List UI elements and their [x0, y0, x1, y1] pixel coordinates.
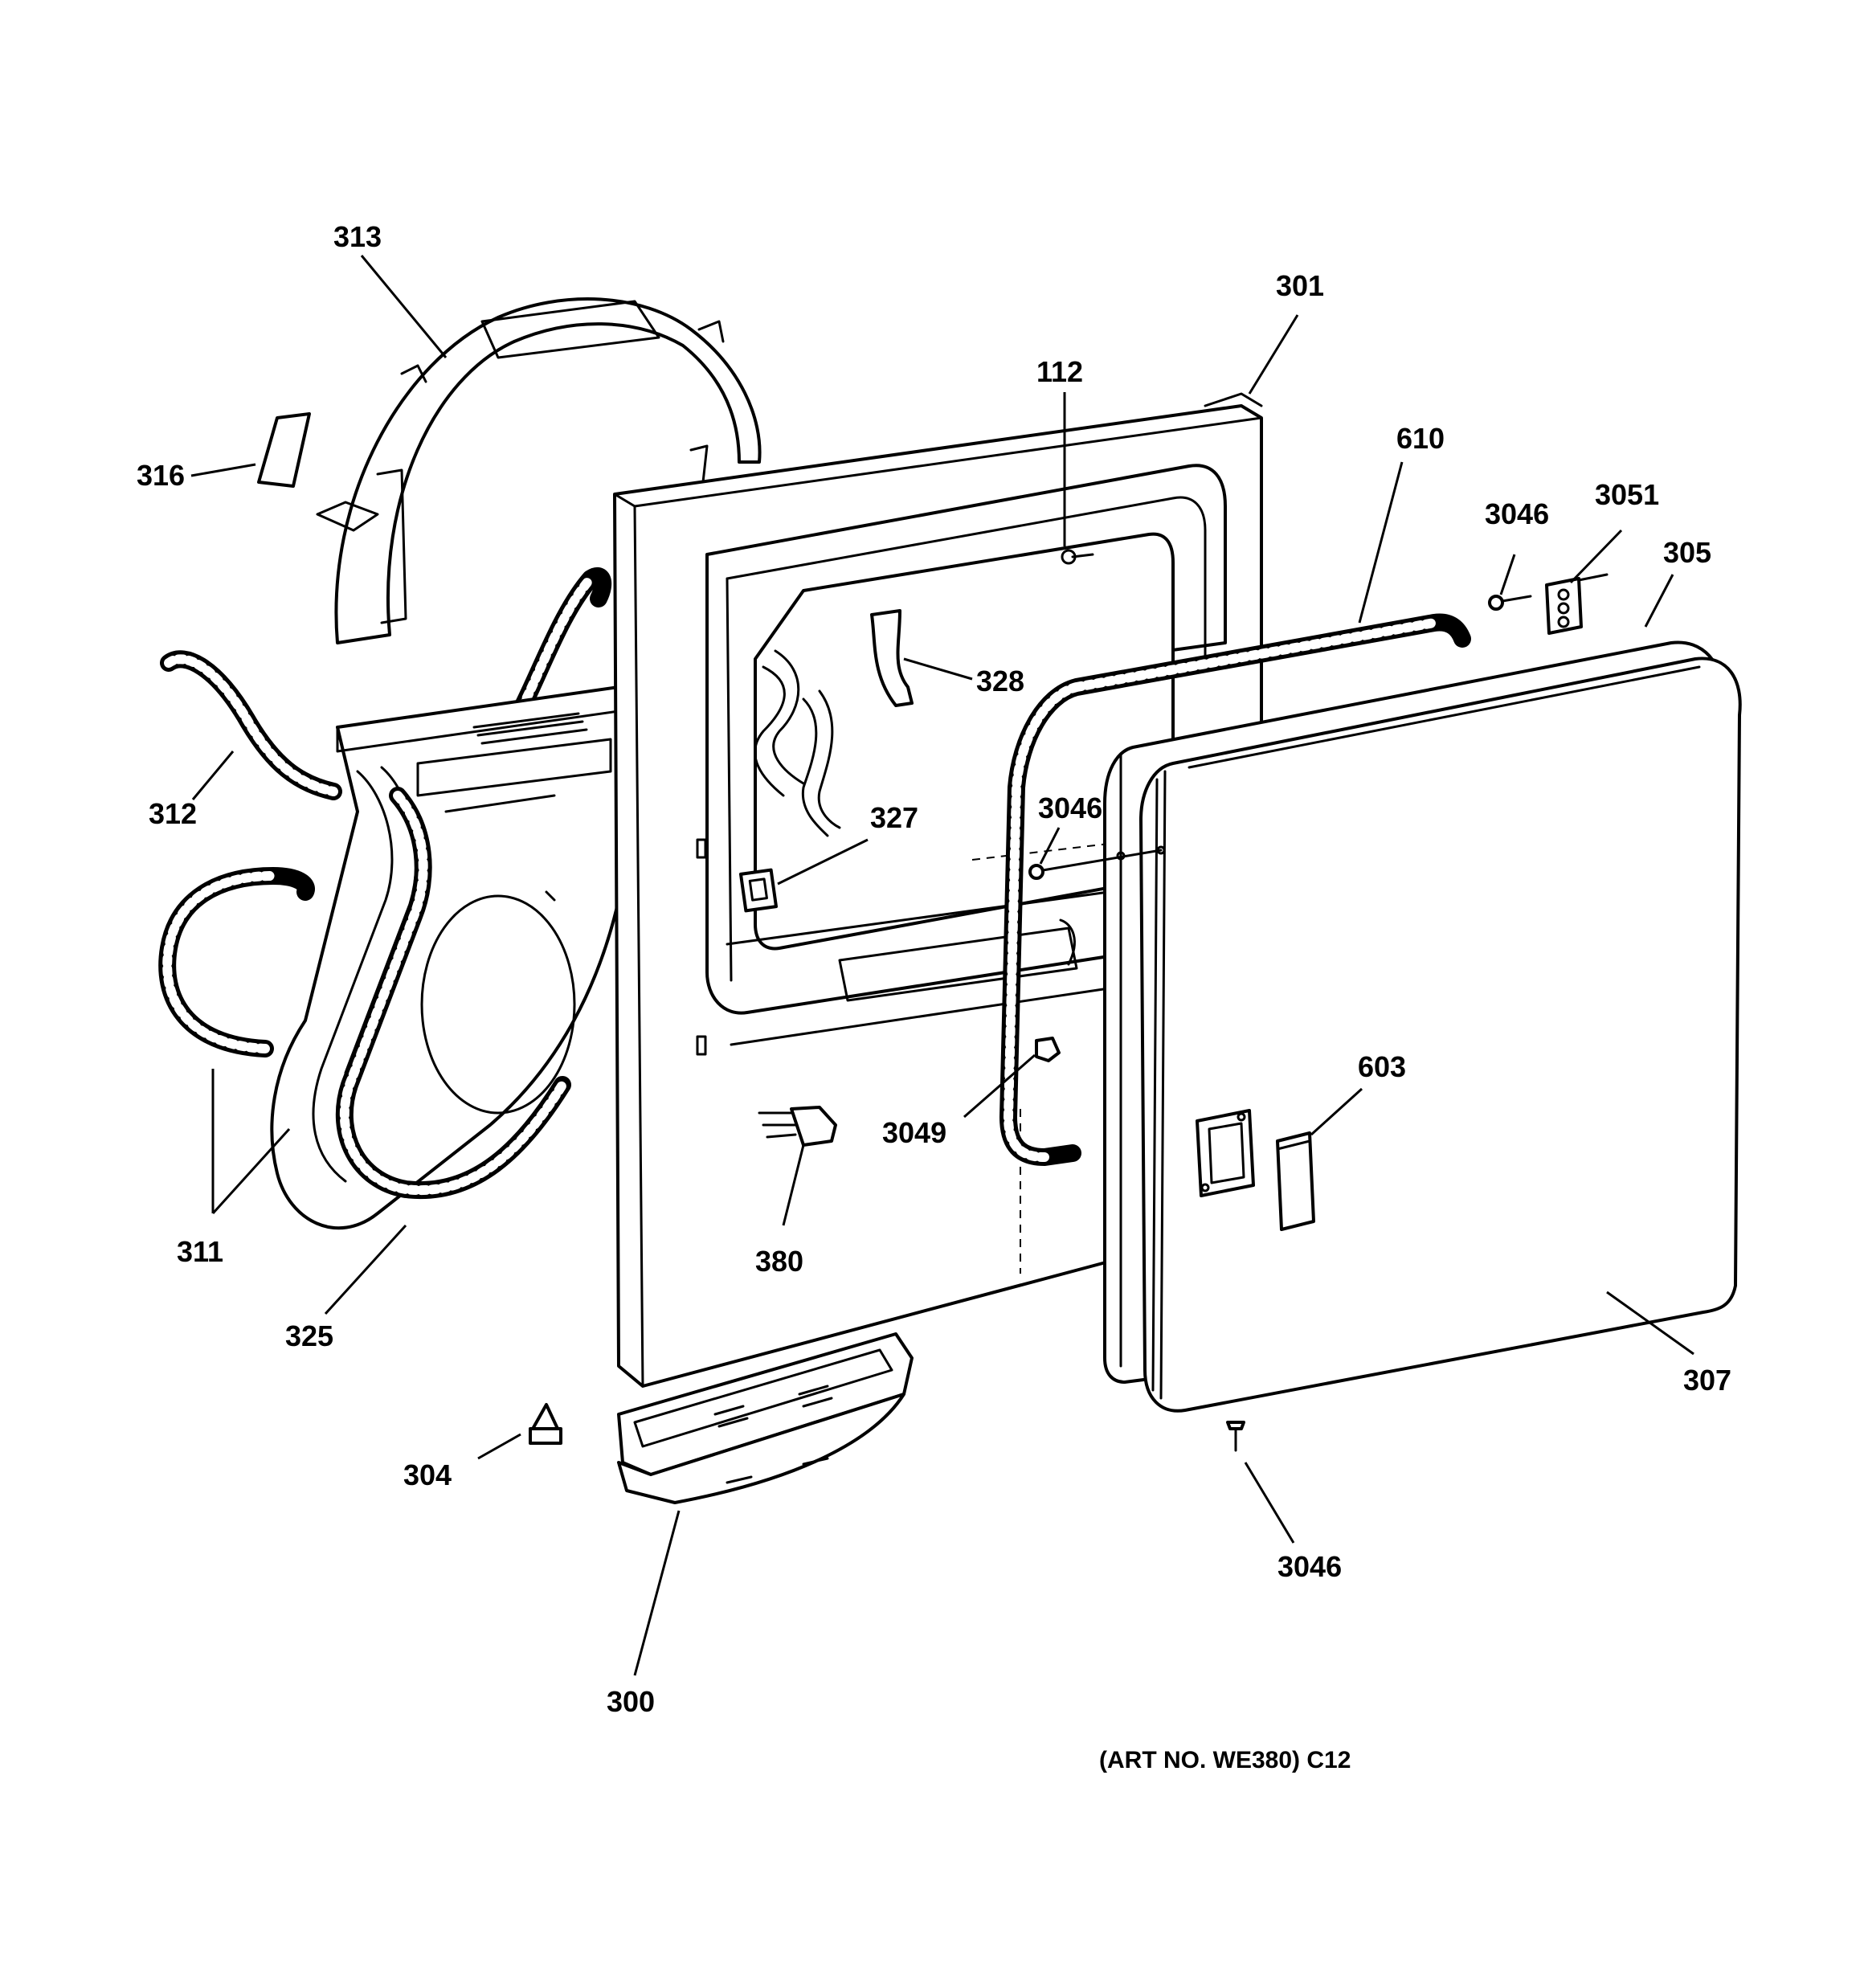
- part-307-door-outer: [1139, 657, 1742, 1413]
- callout-312: 312: [149, 797, 197, 830]
- part-610-door-gasket: [999, 613, 1471, 1166]
- callout-3046-hinge: 3046: [1485, 497, 1549, 530]
- callout-304: 304: [403, 1458, 452, 1491]
- part-300-toe-panel: [617, 1332, 914, 1504]
- part-312-seal: [160, 567, 612, 800]
- part-3049-door-catch: [1035, 1037, 1061, 1062]
- callout-3046-bottom: 3046: [1277, 1550, 1342, 1583]
- callout-316: 316: [137, 459, 185, 492]
- part-3046-screw-bottom: [1226, 1421, 1245, 1452]
- part-328-bracket: [870, 609, 914, 707]
- callout-305: 305: [1663, 536, 1711, 569]
- part-316-felt-strip: [257, 412, 311, 488]
- part-380-door-switch: [758, 1106, 837, 1147]
- part-311-felt-seal: [158, 867, 315, 1057]
- part-325-duct-assembly: [270, 685, 620, 1230]
- callout-labels: 313 316 312 311 325 304 300 301 112 328 …: [137, 220, 1731, 1718]
- callout-610: 610: [1396, 422, 1445, 455]
- callout-325: 325: [285, 1319, 333, 1352]
- callout-307: 307: [1683, 1364, 1731, 1397]
- part-313-bulkhead-ring: [316, 297, 762, 644]
- callout-300: 300: [607, 1685, 655, 1718]
- part-3046-screw-hinge: [1488, 595, 1532, 611]
- part-3046-screw-door: [1028, 845, 1166, 880]
- callout-112: 112: [1036, 355, 1083, 388]
- part-603-handle-insert: [1276, 1131, 1315, 1231]
- callout-3049: 3049: [882, 1116, 946, 1149]
- part-3051-hinge: [1545, 573, 1609, 635]
- art-number: (ART NO. WE380) C12: [1099, 1747, 1351, 1773]
- part-327-switch: [696, 649, 841, 1056]
- leader-lines: [190, 255, 1694, 1676]
- callout-313: 313: [333, 220, 382, 253]
- callout-328: 328: [976, 665, 1024, 697]
- callout-311: 311: [177, 1235, 223, 1268]
- callout-603: 603: [1358, 1050, 1406, 1083]
- callout-301: 301: [1276, 269, 1324, 302]
- callout-327: 327: [870, 801, 918, 834]
- part-304-leveling-foot: [529, 1403, 562, 1445]
- callout-3046-door: 3046: [1038, 792, 1102, 824]
- callout-3051: 3051: [1595, 478, 1659, 511]
- callout-380: 380: [755, 1245, 803, 1278]
